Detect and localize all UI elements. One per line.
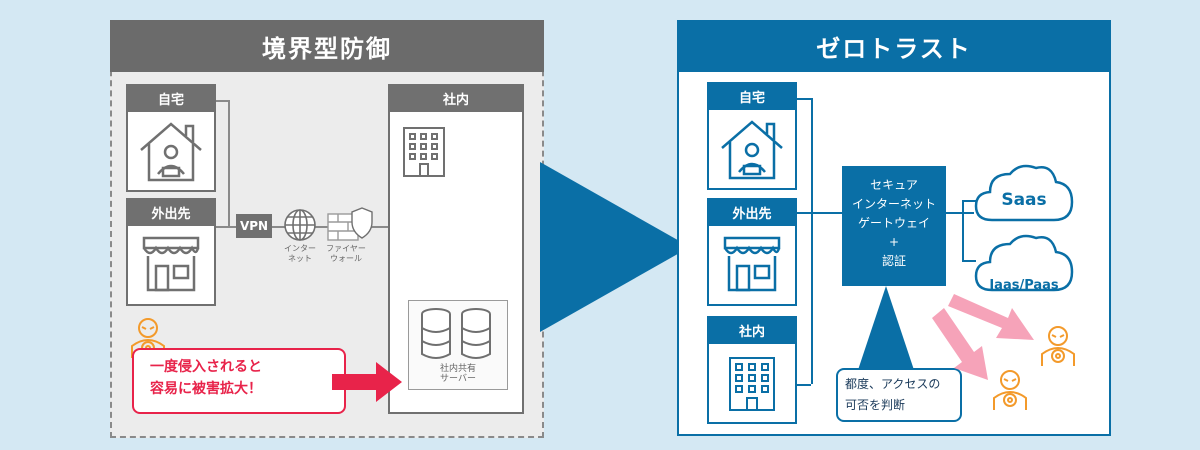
zero-trust-title: ゼロトラスト xyxy=(677,20,1111,72)
store-icon xyxy=(721,234,783,294)
vpn-label: VPN xyxy=(236,214,272,238)
left-office-label: 社内 xyxy=(388,84,524,112)
globe-icon xyxy=(283,208,317,242)
building-icon xyxy=(400,124,448,178)
connector-line xyxy=(797,212,842,214)
transition-arrow xyxy=(540,162,690,332)
attack-arrow xyxy=(332,362,404,402)
callout-pointer xyxy=(856,286,916,370)
internet-label: インター ネット xyxy=(284,244,316,263)
server-icon xyxy=(418,306,498,362)
left-outside-label: 外出先 xyxy=(126,198,216,226)
connector-line xyxy=(962,200,976,202)
access-judgement-text: 都度、アクセスの 可否を判断 xyxy=(845,377,941,412)
connector-line xyxy=(946,212,974,214)
connector-line xyxy=(216,226,236,228)
connector-line xyxy=(797,98,811,100)
house-icon xyxy=(136,116,206,186)
left-home-label: 自宅 xyxy=(126,84,216,112)
right-office-label: 社内 xyxy=(707,316,797,344)
saas-cloud-icon xyxy=(972,160,1076,226)
right-outside-label: 外出先 xyxy=(707,198,797,226)
warning-text: 一度侵入されると 容易に被害拡大！ xyxy=(150,359,262,397)
connector-line xyxy=(962,200,964,260)
secure-gateway-text: セキュア インターネット ゲートウェイ + 認証 xyxy=(851,178,936,268)
perimeter-defense-title: 境界型防御 xyxy=(110,20,544,72)
access-judgement-callout xyxy=(836,368,962,422)
hacker-icon xyxy=(1038,324,1082,368)
blocked-arrow xyxy=(932,306,994,382)
connector-line xyxy=(811,98,813,384)
firewall-icon xyxy=(326,204,374,242)
shared-server-label: 社内共有 サーバー xyxy=(439,364,476,384)
firewall-label: ファイヤー ウォール xyxy=(326,244,366,263)
building-icon xyxy=(726,354,778,412)
connector-line xyxy=(216,100,228,102)
iaas-paas-cloud-icon xyxy=(972,230,1076,296)
saas-label: Saas xyxy=(1001,190,1047,210)
iaas-paas-label: Iaas/Paas xyxy=(989,278,1059,293)
secure-gateway-box xyxy=(842,166,946,286)
hacker-icon xyxy=(990,368,1034,412)
store-icon xyxy=(140,234,202,294)
warning-box xyxy=(132,348,346,414)
connector-line xyxy=(962,260,976,262)
connector-line xyxy=(797,384,811,386)
right-home-label: 自宅 xyxy=(707,82,797,110)
blocked-arrow xyxy=(948,286,1038,346)
connector-line xyxy=(228,100,230,226)
house-icon xyxy=(717,114,787,184)
